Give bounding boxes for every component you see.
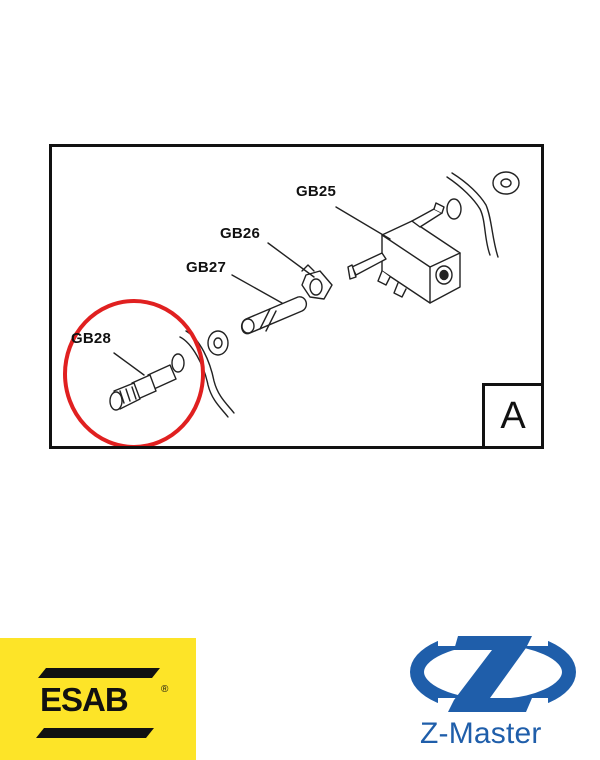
zmaster-emblem-icon <box>410 630 576 718</box>
label-gb28: GB28 <box>71 330 111 347</box>
parts-diagram: GB25 GB26 GB27 GB28 A <box>49 144 544 449</box>
esab-logo-text: ESAB <box>40 681 129 718</box>
leader-gb28 <box>113 352 145 376</box>
nut-middle-icon <box>207 330 229 356</box>
cable-middle <box>179 336 229 418</box>
zmaster-logo-text: Z-Master <box>420 717 542 750</box>
highlight-circle <box>63 299 205 446</box>
label-gb27: GB27 <box>186 259 226 276</box>
leader-gb26 <box>267 242 315 278</box>
exploded-view-drawing <box>63 171 520 446</box>
hose-clamp-gb26-icon <box>301 264 333 300</box>
leader-gb25 <box>335 206 391 240</box>
view-indicator-box: A <box>482 383 541 446</box>
solenoid-valve-gb25-icon <box>347 202 461 304</box>
hose-gb27-icon <box>240 296 308 335</box>
view-letter: A <box>500 394 526 437</box>
leader-gb27 <box>231 274 283 304</box>
esab-registered-mark: ® <box>161 684 169 695</box>
esab-logo <box>0 638 196 760</box>
washer-top-right-icon <box>446 198 462 220</box>
label-gb25: GB25 <box>296 183 336 200</box>
fitting-gb28-icon <box>109 353 185 411</box>
esab-stripes-icon <box>36 668 160 738</box>
label-gb26: GB26 <box>220 225 260 242</box>
cable-top-right <box>446 176 491 256</box>
nut-top-right-icon <box>492 171 520 195</box>
